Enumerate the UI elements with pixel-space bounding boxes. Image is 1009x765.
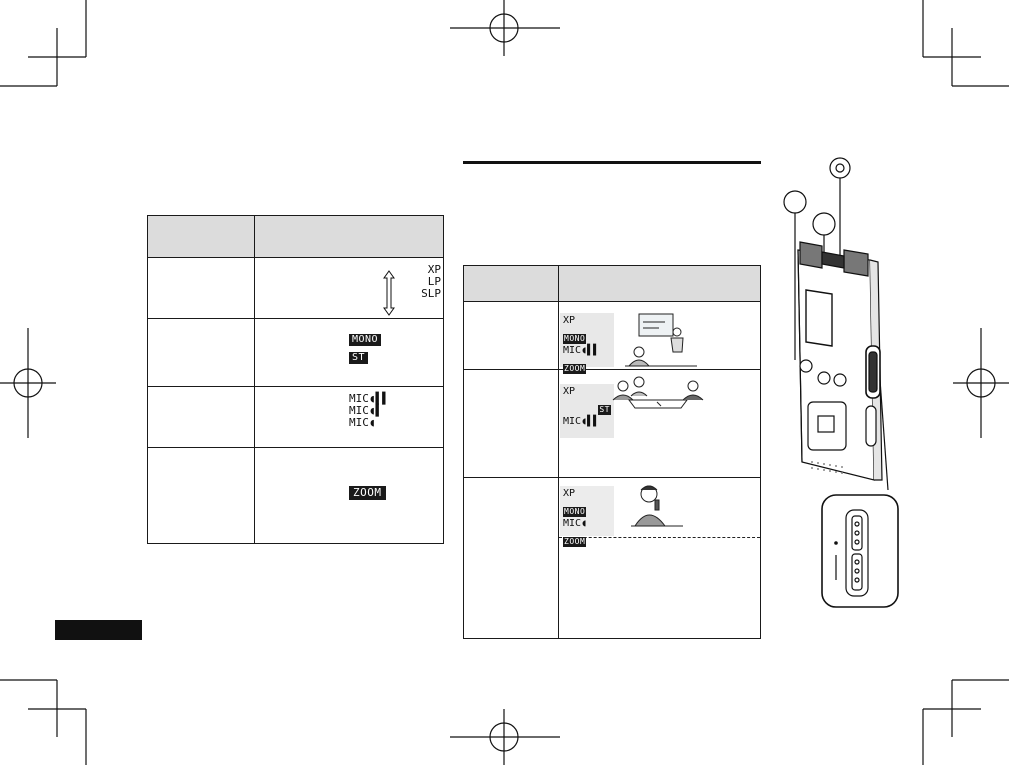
table-cell: ZOOM (254, 447, 444, 544)
mono-badge: MONO (349, 334, 382, 346)
stereo-badge: ST (349, 352, 369, 364)
page-tab (55, 620, 142, 640)
mic-sensitivity-high: MIC◖▌▌ (349, 392, 389, 405)
mode-code-xp: XP (427, 263, 441, 276)
table-header-cell (558, 265, 761, 302)
mode-code-slp: SLP (421, 287, 441, 300)
scene1-mic: MIC◖▌▌ (563, 345, 600, 356)
table-cell: XP MONO MIC◖ ZOOM (558, 477, 761, 547)
scene2-mic: MIC◖▌▌ (563, 416, 600, 427)
scene-table: XP MONO MIC◖▌▌ ZOOM (463, 265, 761, 639)
table-header-cell (254, 215, 444, 258)
zoom-badge: ZOOM (349, 486, 386, 500)
table-cell (558, 537, 761, 639)
mic-sensitivity-low: MIC◖ (349, 416, 376, 429)
voice-recorder-icon (783, 157, 899, 608)
double-arrow-icon (383, 270, 395, 316)
lecture-scene-illustration (625, 313, 697, 367)
table-cell (463, 369, 559, 478)
table-cell: XP ST MIC◖▌▌ (558, 369, 761, 478)
scene3-mode: XP (563, 488, 576, 499)
table-cell (463, 477, 559, 639)
scene1-mode: XP (563, 315, 576, 326)
scene3-mono-badge: MONO (563, 507, 587, 517)
table-cell: XP MONO MIC◖▌▌ ZOOM (558, 301, 761, 374)
table-cell: MONO ST (254, 318, 444, 387)
section-rule (463, 161, 761, 164)
scene3-mic: MIC◖ (563, 518, 588, 529)
mic-sensitivity-mid: MIC◖▌ (349, 404, 383, 417)
mode-code-lp: LP (427, 275, 441, 288)
table-header-cell (147, 215, 255, 258)
table-header-cell (463, 265, 559, 302)
table-cell (147, 257, 255, 319)
table-cell: XP LP SLP (254, 257, 444, 319)
table-cell (463, 301, 559, 370)
scene2-stereo-badge: ST (598, 405, 611, 415)
table-cell (147, 386, 255, 448)
meeting-scene-illustration (612, 376, 704, 409)
table-cell (147, 447, 255, 544)
table-cell: MIC◖▌▌ MIC◖▌ MIC◖ (254, 386, 444, 448)
scene1-mono-badge: MONO (563, 334, 587, 344)
scene3-zoom-badge: ZOOM (563, 537, 587, 547)
table-cell (147, 318, 255, 387)
dictation-scene-illustration (631, 485, 683, 527)
settings-table: XP LP SLP MONO ST MIC◖▌▌ MIC◖▌ MIC◖ (147, 215, 444, 544)
scene2-mode: XP (563, 386, 576, 397)
